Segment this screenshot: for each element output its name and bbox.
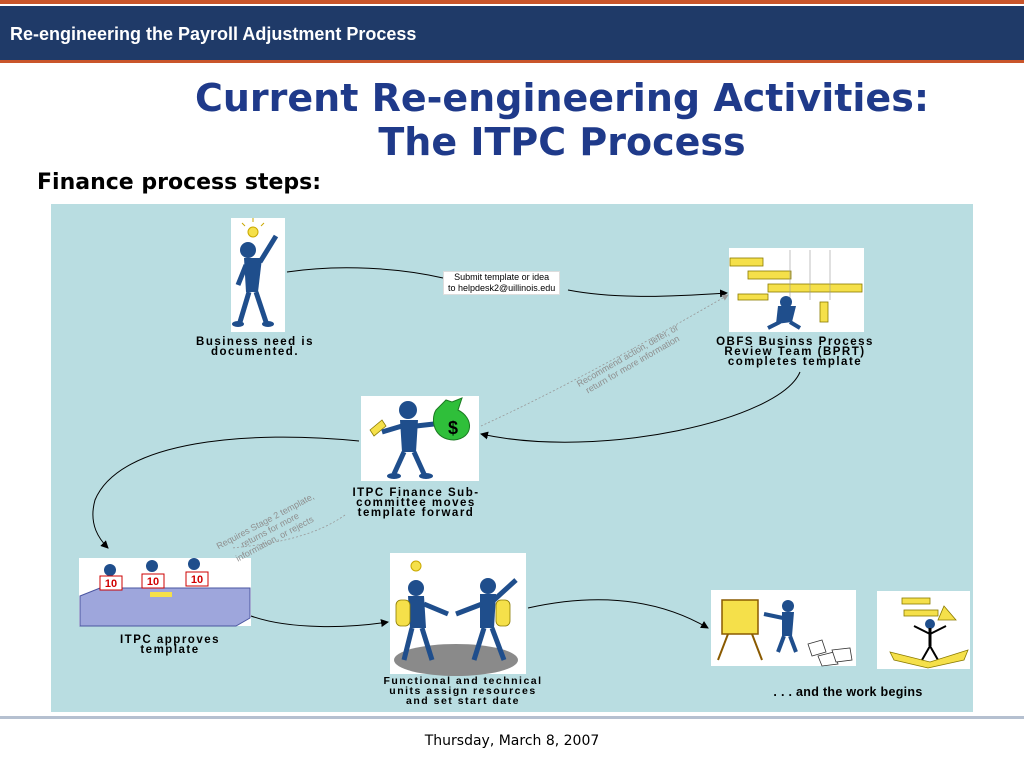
- header-accent-line: [0, 0, 1024, 4]
- handshake-icon: [394, 560, 518, 676]
- footer-date: Thursday, March 8, 2007: [424, 733, 600, 749]
- easel-person-icon: [717, 599, 853, 667]
- business-person-icon: [232, 218, 279, 327]
- badge-3: 10: [191, 574, 203, 586]
- arrow-itpc-finance-to-approves: [92, 436, 360, 549]
- obfs-team-icon: [729, 250, 863, 330]
- arrow-obfs-to-itpc-finance: [480, 371, 801, 443]
- footer-line: [0, 716, 1024, 719]
- header-title: Re-engineering the Payroll Adjustment Pr…: [10, 24, 417, 44]
- badge-2: 10: [147, 576, 159, 588]
- subtitle: Finance process steps:: [37, 170, 322, 195]
- builder-person-icon: [889, 597, 969, 669]
- arrow-business-to-obfs: [286, 267, 727, 297]
- money-symbol: $: [448, 418, 458, 438]
- step-itpc-approves-label: ITPC approves template: [119, 634, 221, 656]
- header-bar: Re-engineering the Payroll Adjustment Pr…: [0, 6, 1024, 60]
- slide-title: Current Re-engineering Activities: The I…: [40, 76, 1024, 164]
- step-functional-label: Functional and technical units assign re…: [383, 675, 543, 707]
- step-obfs-label: OBFS Businss Process Review Team (BPRT) …: [716, 336, 874, 368]
- arrow-approves-to-itpc-finance: [231, 514, 346, 549]
- badge-1: 10: [105, 578, 117, 590]
- step-business-label: Business need is documented.: [196, 336, 314, 358]
- arrow-itpc-finance-to-obfs: [480, 294, 729, 427]
- slide-title-line-1: Current Re-engineering Activities:: [194, 76, 930, 120]
- step-itpc-finance-label: ITPC Finance Sub- committee moves templa…: [352, 487, 480, 519]
- slide-title-line-2: The ITPC Process: [378, 120, 746, 164]
- note-submit: Submit template or idea to helpdesk2@uil…: [443, 271, 561, 295]
- money-person-icon: $: [369, 397, 470, 479]
- step-work-label: . . . and the work begins: [773, 685, 923, 699]
- arrow-approves-to-functional: [250, 615, 389, 628]
- header-bottom-line: [0, 60, 1024, 63]
- judges-icon: 10 10 10: [79, 558, 251, 627]
- arrow-functional-to-work: [527, 599, 709, 629]
